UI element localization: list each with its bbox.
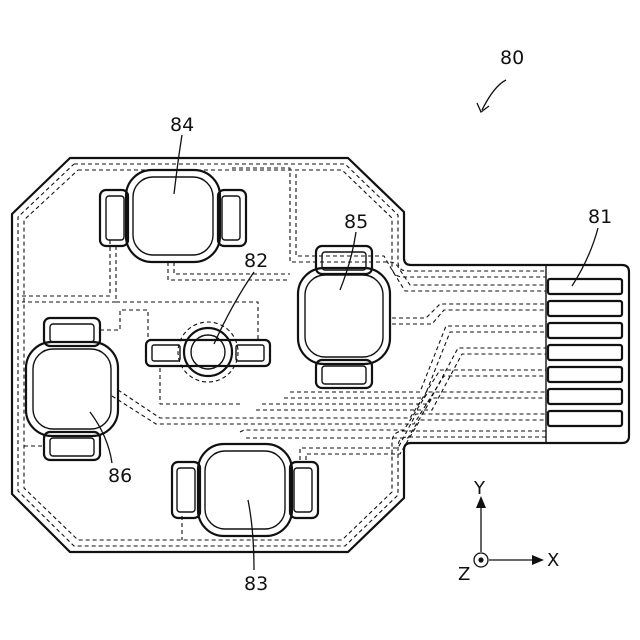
trace [168,262,290,280]
board-inner-trace-1 [74,164,546,271]
trace [174,262,290,274]
sensor-pad-inner [305,275,383,357]
sensor-pad-outer [26,342,118,436]
leader-lines [90,80,598,570]
connector-pins [548,279,622,426]
trace [22,246,116,302]
z-axis-dot [478,557,483,562]
sensor-bar [146,340,270,366]
trace [112,376,546,424]
label-85: 85 [344,211,368,233]
connector-pin [548,323,622,338]
sensor-tab-left-inner [106,196,124,240]
label-84: 84 [170,114,194,136]
y-axis-label: Y [473,478,486,499]
trace [256,354,546,410]
trace [22,240,110,296]
sensor-tab-top-inner [50,324,94,342]
sensor-bar-inner-left [152,345,180,361]
sensor-pad-inner [133,177,213,255]
leader-85 [340,232,356,290]
label-81: 81 [588,206,612,228]
sensor-86 [26,318,118,460]
label-86: 86 [108,465,132,487]
sensor-pad-inner [33,349,111,429]
connector-pin [548,367,622,382]
axis-indicator: Y X Z [458,478,559,585]
sensor-tab-bottom-inner [50,438,94,456]
x-axis-label: X [547,550,559,571]
sensor-tab-left [172,462,200,518]
sensor-82 [146,322,270,382]
trace [232,168,546,285]
sensor-85 [298,246,390,388]
leader-82 [214,272,254,344]
label-82: 82 [244,250,268,272]
sensor-pad-outer [126,170,220,262]
sensor-tab-bottom-inner [322,366,366,384]
connector-pin [548,279,622,294]
connector-pin [548,301,622,316]
leader-81 [572,228,598,286]
x-axis-arrowhead [532,555,544,565]
label-83: 83 [244,573,268,595]
label-80: 80 [500,47,524,69]
trace [116,302,258,342]
leader-80 [482,80,506,110]
sensor-tab-right-inner [294,468,312,512]
connector-pin [548,411,622,426]
sensor-pad-outer [298,268,390,364]
trace [392,310,546,324]
sensor-84 [100,170,246,262]
sensor-pad-inner [205,451,285,529]
trace [118,370,546,418]
sensor-tab-left-inner [177,468,195,512]
z-axis-label: Z [458,564,470,585]
trace [122,310,148,342]
sensor-disc-halo [178,322,238,382]
connector-pin [548,345,622,360]
sensor-83 [172,444,318,536]
connector-pin [548,389,622,404]
trace [100,310,120,330]
trace [306,420,546,460]
sensor-tab-right-inner [222,196,240,240]
trace [160,368,240,404]
sensor-pad-outer [198,444,292,536]
sensor-bar-inner-right [236,345,264,361]
board-inner-trace-3 [18,164,546,546]
trace [392,304,546,318]
